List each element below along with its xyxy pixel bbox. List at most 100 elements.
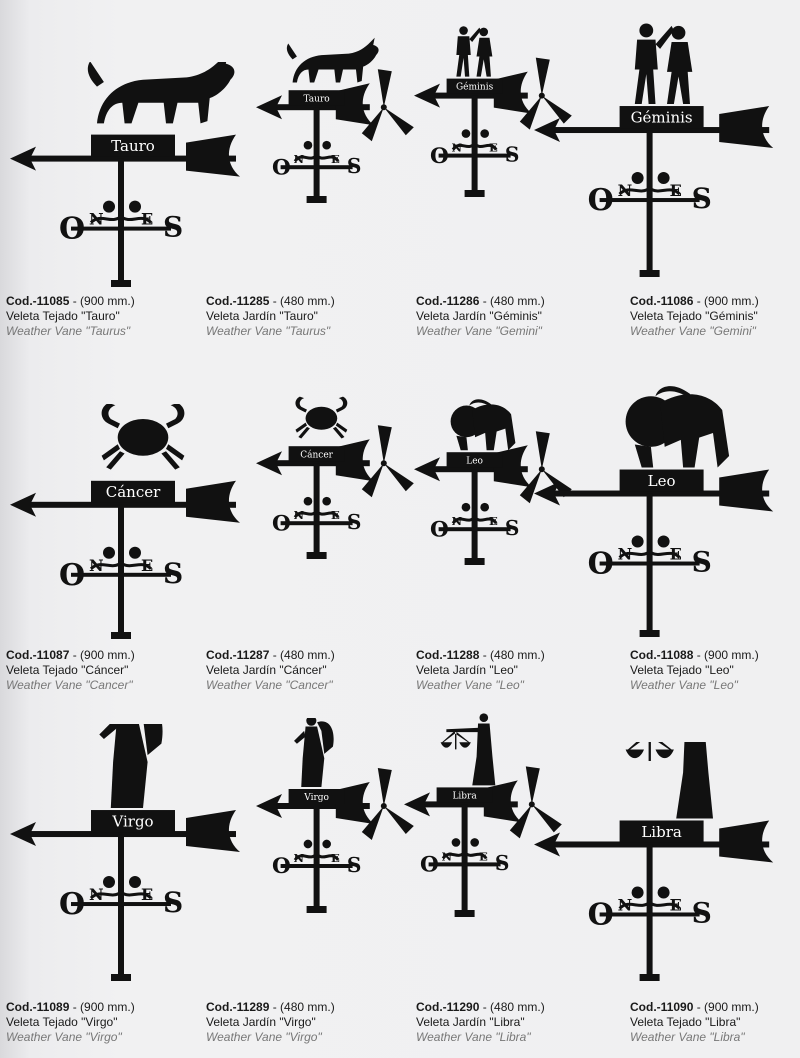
product-size: (900 mm.): [80, 294, 135, 308]
product-size: (480 mm.): [490, 294, 545, 308]
product-name-en: Weather Vane "Virgo": [6, 1030, 122, 1044]
svg-text:N: N: [294, 152, 305, 166]
svg-text:N: N: [89, 210, 104, 229]
svg-text:Virgo: Virgo: [111, 812, 153, 830]
product-name-es: Veleta Tejado "Tauro": [6, 309, 120, 323]
product-name-en: Weather Vane "Taurus": [6, 324, 131, 338]
svg-text:N: N: [452, 141, 463, 155]
product-size: (900 mm.): [704, 1000, 759, 1014]
svg-text:S: S: [347, 853, 362, 877]
product-caption: Cod.-11088 - (900 mm.) Veleta Tejado "Le…: [630, 648, 759, 692]
product-caption: Cod.-11087 - (900 mm.) Veleta Tejado "Cá…: [6, 648, 135, 692]
svg-text:S: S: [505, 516, 520, 540]
svg-text:O: O: [272, 854, 291, 879]
product-caption: Cod.-11288 - (480 mm.) Veleta Jardín "Le…: [416, 648, 545, 692]
svg-text:E: E: [489, 514, 498, 528]
svg-text:N: N: [618, 181, 633, 200]
product-code: Cod.-11089: [6, 1000, 70, 1014]
product-name-en: Weather Vane "Leo": [416, 678, 524, 692]
product-caption: Cod.-11287 - (480 mm.) Veleta Jardín "Cá…: [206, 648, 335, 692]
product-name-es: Veleta Jardín "Leo": [416, 663, 518, 677]
svg-text:E: E: [141, 210, 153, 229]
product-name-en: Weather Vane "Gemini": [630, 324, 756, 338]
svg-text:Géminis: Géminis: [456, 82, 494, 93]
svg-text:O: O: [59, 212, 85, 247]
svg-text:E: E: [331, 851, 340, 865]
svg-text:N: N: [442, 849, 453, 863]
product-caption: Cod.-11090 - (900 mm.) Veleta Tejado "Li…: [630, 1000, 759, 1044]
product-caption: Cod.-11285 - (480 mm.) Veleta Jardín "Ta…: [206, 294, 335, 338]
svg-text:S: S: [163, 886, 183, 919]
product-name-en: Weather Vane "Leo": [630, 678, 738, 692]
svg-text:E: E: [489, 141, 498, 155]
product-code: Cod.-11088: [630, 648, 694, 662]
product-name-en: Weather Vane "Gemini": [416, 324, 542, 338]
svg-text:Géminis: Géminis: [631, 108, 693, 126]
product-code: Cod.-11290: [416, 1000, 480, 1014]
product-size: (900 mm.): [704, 648, 759, 662]
svg-text:S: S: [505, 142, 520, 166]
svg-text:O: O: [588, 183, 614, 218]
svg-text:Virgo: Virgo: [303, 793, 329, 803]
product-code: Cod.-11087: [6, 648, 70, 662]
product-name-es: Veleta Jardín "Géminis": [416, 309, 542, 323]
product-caption: Cod.-11085 - (900 mm.) Veleta Tejado "Ta…: [6, 294, 135, 338]
svg-text:S: S: [692, 182, 712, 215]
product-caption: Cod.-11290 - (480 mm.) Veleta Jardín "Li…: [416, 1000, 545, 1044]
svg-text:E: E: [670, 545, 682, 564]
product-name-es: Veleta Jardín "Libra": [416, 1015, 525, 1029]
svg-text:Libra: Libra: [452, 792, 477, 802]
product-code: Cod.-11086: [630, 294, 694, 308]
product-name-es: Veleta Jardín "Cáncer": [206, 663, 327, 677]
product-name-es: Veleta Tejado "Leo": [630, 663, 734, 677]
product-size: (480 mm.): [280, 648, 335, 662]
product-name-en: Weather Vane "Virgo": [206, 1030, 322, 1044]
product-name-en: Weather Vane "Libra": [630, 1030, 745, 1044]
product-caption: Cod.-11289 - (480 mm.) Veleta Jardín "Vi…: [206, 1000, 335, 1044]
svg-text:O: O: [272, 511, 291, 536]
svg-text:Tauro: Tauro: [304, 94, 330, 104]
svg-text:O: O: [430, 144, 449, 169]
product-code: Cod.-11085: [6, 294, 70, 308]
product-code: Cod.-11286: [416, 294, 480, 308]
product-name-es: Veleta Tejado "Géminis": [630, 309, 758, 323]
svg-text:O: O: [59, 558, 85, 593]
product-code: Cod.-11285: [206, 294, 270, 308]
svg-text:N: N: [294, 508, 305, 522]
svg-text:Leo: Leo: [466, 456, 483, 466]
product-size: (900 mm.): [80, 1000, 135, 1014]
product-name-en: Weather Vane "Cancer": [206, 678, 333, 692]
svg-text:N: N: [618, 545, 633, 564]
product-name-es: Veleta Jardín "Tauro": [206, 309, 318, 323]
svg-text:S: S: [692, 896, 712, 929]
svg-text:N: N: [294, 851, 305, 865]
svg-text:Cáncer: Cáncer: [106, 483, 161, 501]
product-size: (480 mm.): [280, 294, 335, 308]
svg-text:O: O: [272, 155, 291, 180]
product-name-es: Veleta Tejado "Libra": [630, 1015, 741, 1029]
svg-text:E: E: [670, 181, 682, 200]
svg-text:O: O: [59, 887, 85, 922]
svg-text:Cáncer: Cáncer: [300, 449, 333, 460]
product-name-es: Veleta Tejado "Virgo": [6, 1015, 118, 1029]
product-code: Cod.-11288: [416, 648, 480, 662]
svg-text:S: S: [163, 211, 183, 244]
